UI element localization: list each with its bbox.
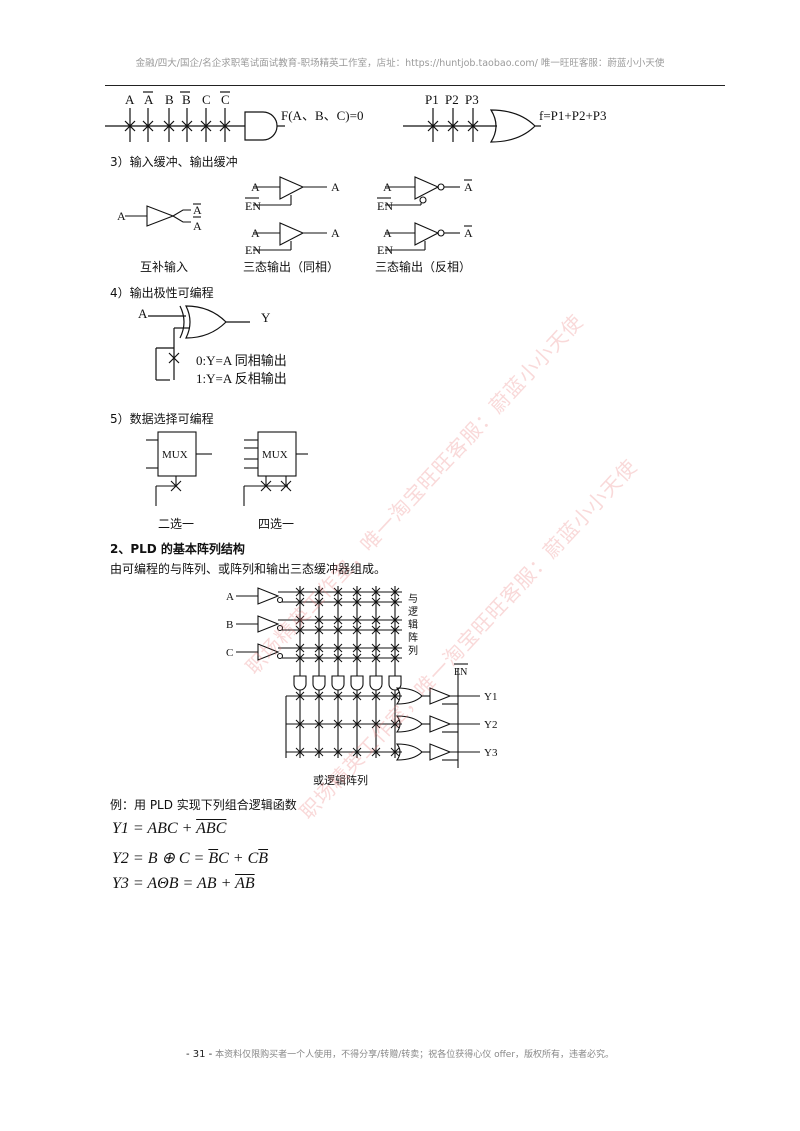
tri-same-out-1: A — [331, 180, 340, 194]
and-array-char-4: 阵 — [408, 631, 418, 644]
pld-output-y2: Y2 — [484, 719, 497, 731]
equation-y3: Y3 = AΘB = AB + AB — [112, 875, 255, 893]
and-input-c-not: C — [221, 92, 230, 107]
or-array-label: 或逻辑阵列 — [313, 774, 368, 787]
or-input-p2: P2 — [445, 92, 459, 107]
and-or-programmable-figure: A A B B C C F(A、B、C)=0 P1 P2 P3 f=P1+P2+… — [105, 91, 607, 143]
page-number: - 31 - — [185, 1049, 213, 1060]
pld-input-c: C — [226, 647, 233, 659]
equation-y2: Y2 = B ⊕ C = BC + CB — [112, 848, 268, 868]
and-input-a-not: A — [144, 92, 154, 107]
tri-same-en: EN — [245, 243, 261, 257]
mux-figures: MUX MUX — [146, 431, 308, 506]
tri-inv-in-2: A — [383, 226, 392, 240]
and-input-a: A — [125, 92, 135, 107]
pld-output-y1: Y1 — [484, 691, 497, 703]
tri-same-en-bar: EN — [245, 199, 261, 213]
eq3-term-complement: AB — [235, 875, 255, 892]
page-footer: - 31 - 本资料仅限购买者一个人使用，不得分享/转赠/转卖；祝各位获得心仪 … — [0, 1047, 800, 1060]
pld-en-label: EN — [454, 667, 467, 678]
pld-input-a: A — [226, 591, 234, 603]
caption-complement-input: 互补输入 — [140, 260, 189, 274]
eq3-lhs: Y3 = AΘB = AB + — [112, 875, 236, 892]
tri-same-out-2: A — [331, 226, 340, 240]
and-array-char-3: 辑 — [408, 618, 418, 631]
eq2-term1-bbar: B — [208, 850, 219, 867]
pld-intro: 由可编程的与阵列、或阵列和输出三态缓冲器组成。 — [110, 562, 387, 576]
pld-output-y3: Y3 — [484, 747, 498, 759]
caption-tristate-same: 三态输出（同相） — [243, 260, 340, 274]
caption-4to1: 四选一 — [258, 517, 295, 531]
tri-inv-en: EN — [377, 243, 393, 257]
tri-same-in-2: A — [251, 226, 260, 240]
section3-title: 3）输入缓冲、输出缓冲 — [110, 155, 238, 169]
tri-inv-in-1: A — [383, 180, 392, 194]
pld-array-figure: A B C 与 逻 辑 阵 列 EN Y1 Y2 Y3 — [226, 586, 498, 768]
xor-input-label: A — [138, 306, 148, 321]
tri-same-in-1: A — [251, 180, 260, 194]
eq2-term1-c: C — [218, 850, 229, 867]
and-input-labels: A A B B C C — [125, 92, 230, 107]
section4-title: 4）输出极性可编程 — [110, 286, 214, 300]
and-input-b-not: B — [182, 92, 191, 107]
pld-fuse-crosses — [295, 587, 400, 757]
and-input-b: B — [165, 92, 174, 107]
polarity-line-1: 0:Y=A 同相输出 — [196, 353, 287, 368]
eq2-plus-c: + C — [228, 850, 259, 867]
and-input-c: C — [202, 92, 211, 107]
eq1-term2-complement: ABC — [196, 820, 227, 837]
mux-2to1-label: MUX — [162, 449, 188, 461]
and-array-char-1: 与 — [408, 593, 418, 605]
eq1-term1: ABC — [147, 820, 178, 837]
pld-heading: 2、PLD 的基本阵列结构 — [110, 542, 245, 556]
buffer-figures: A A A A EN A A EN A A EN A A EN A — [117, 176, 473, 257]
eq2-lhs: Y2 = B ⊕ C = — [112, 850, 209, 867]
xor-polarity-figure: A Y — [138, 305, 271, 381]
and-output-label: F(A、B、C)=0 — [281, 108, 363, 123]
and-array-char-5: 列 — [408, 644, 418, 657]
caption-tristate-inverted: 三态输出（反相） — [375, 260, 472, 274]
eq2-term2-bbar: B — [258, 850, 269, 867]
tri-inv-out-1: A — [464, 180, 473, 194]
eq1-plus: + — [177, 820, 197, 837]
or-input-p1: P1 — [425, 92, 439, 107]
example-text: 例：用 PLD 实现下列组合逻辑函数 — [110, 798, 297, 812]
or-input-p3: P3 — [465, 92, 479, 107]
and-array-vertical-label: 与 逻 辑 阵 列 — [408, 593, 418, 657]
and-array-char-2: 逻 — [408, 606, 418, 618]
tri-inv-en-bar: EN — [377, 199, 393, 213]
and-fuse-crosses — [124, 120, 231, 132]
caption-2to1: 二选一 — [158, 517, 195, 531]
or-input-labels: P1 P2 P3 — [425, 92, 479, 107]
footer-notice: 本资料仅限购买者一个人使用，不得分享/转赠/转卖；祝各位获得心仪 offer，版… — [215, 1050, 615, 1060]
mux-4to1-label: MUX — [262, 449, 288, 461]
polarity-line-2: 1:Y=A 反相输出 — [196, 371, 287, 386]
or-fuse-crosses — [427, 120, 479, 132]
equation-y1: Y1 = ABC + ABC — [112, 820, 226, 838]
section5-title: 5）数据选择可编程 — [110, 412, 214, 426]
pld-input-b: B — [226, 619, 233, 631]
xor-output-label: Y — [261, 310, 271, 325]
or-output-label: f=P1+P2+P3 — [539, 108, 607, 123]
complement-input-label: A — [117, 209, 126, 223]
complement-output-true: A — [193, 203, 202, 217]
header-rule — [105, 85, 725, 86]
tri-inv-out-2: A — [464, 226, 473, 240]
complement-output-bar: A — [193, 219, 202, 233]
page-header: 金融/四大/国企/名企求职笔试面试教育-职场精英工作室，店址：https://h… — [135, 58, 665, 69]
eq1-lhs: Y1 = — [112, 820, 148, 837]
